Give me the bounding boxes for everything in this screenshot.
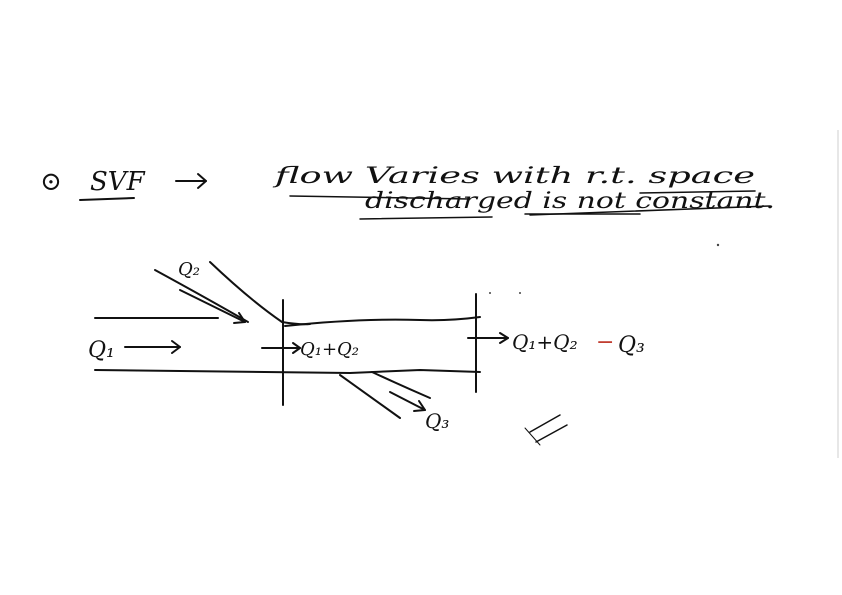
side-outlet-wall-2: [371, 371, 431, 399]
section-1-arrow: [261, 342, 301, 354]
underline-1a: [289, 195, 471, 200]
side-outlet-wall-1: [339, 374, 401, 419]
section-2-operator: −: [596, 330, 614, 355]
section-2-outflow-term: Q₃: [618, 333, 645, 358]
outflow-arrow-side: [389, 391, 426, 412]
section-1-label: Q₁+Q₂: [300, 339, 359, 360]
hatch-mark: [524, 414, 568, 446]
underline-2a: [359, 216, 493, 220]
definition-line-2: discharged is not constant.: [365, 189, 775, 214]
stray-dot: [489, 292, 491, 294]
channel-bottom-wall: [94, 369, 481, 374]
underline-2c: [529, 205, 771, 216]
svf-underline: [79, 197, 135, 201]
svf-term: SVF: [90, 167, 146, 197]
channel-diagram: Q₁ Q₂ Q₁+Q₂ Q₁+Q₂ − Q₃ Q₃: [88, 243, 720, 446]
side-inlet-wall-inner: [209, 261, 311, 326]
stray-dot: [519, 292, 521, 294]
bullet-symbol: ⊙: [40, 167, 62, 197]
underline-1b: [639, 190, 756, 194]
section-2-arrow: [467, 332, 509, 344]
side-inlet-wall-outer: [154, 269, 249, 323]
section-2-label: Q₁+Q₂: [512, 330, 578, 354]
inflow-side-label: Q₂: [178, 259, 200, 280]
outflow-side-label: Q₃: [425, 409, 449, 433]
inflow-main-label: Q₁: [88, 338, 115, 363]
inflow-arrow-main: [124, 340, 181, 354]
definition-line-1: flow Varies with r.t. space: [272, 164, 755, 189]
stray-dot: [716, 243, 720, 247]
inflow-arrow-side: [179, 289, 246, 324]
definition-arrow: [175, 173, 207, 189]
channel-top-right-wall: [284, 316, 481, 327]
